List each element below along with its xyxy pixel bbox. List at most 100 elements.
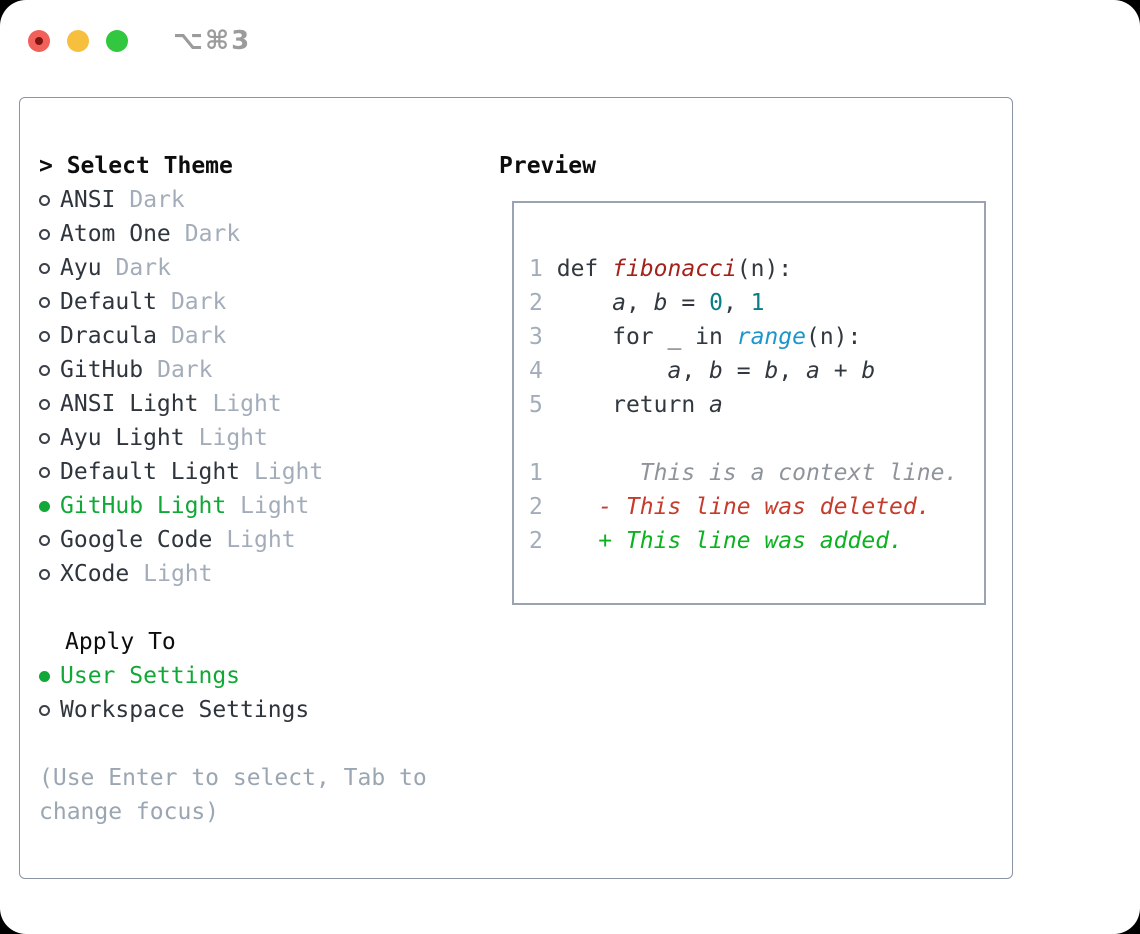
variant-label: Light (226, 527, 296, 553)
option-label: ANSI (60, 187, 116, 213)
code-token: This is a context line. (542, 460, 959, 486)
option-label: Ayu (60, 255, 102, 281)
preview-code-line: 2 + This line was added. (529, 524, 972, 558)
preview-code-line: 1 This is a context line. (529, 456, 972, 490)
variant-label: Dark (157, 357, 213, 383)
variant-label: Light (198, 425, 268, 451)
window-title: ⌥⌘3 (173, 26, 252, 56)
code-token: b (764, 358, 779, 384)
code-token: = (722, 358, 765, 384)
minimize-button-icon[interactable] (67, 30, 89, 52)
theme-option[interactable]: ANSI Dark (39, 183, 469, 217)
line-number: 1 (529, 460, 543, 486)
preview-code-line (529, 422, 972, 456)
line-number: 3 (529, 324, 543, 350)
variant-label: Light (254, 459, 324, 485)
line-number: 5 (529, 392, 543, 418)
radio-unselected-icon (39, 364, 50, 376)
preview-code-line: 4 a, b = b, a + b (529, 354, 972, 388)
code-token: for _ in (542, 324, 737, 350)
line-number: 2 (529, 494, 543, 520)
preview-column: Preview 1 def fibonacci(n):2 a, b = 0, 1… (499, 149, 986, 605)
code-token: , (722, 290, 751, 316)
radio-unselected-icon (39, 398, 50, 410)
variant-label: Light (240, 493, 310, 519)
option-label: User Settings (60, 663, 241, 689)
code-token: , (625, 290, 654, 316)
code-token: return (542, 392, 710, 418)
code-token: def (556, 256, 599, 282)
close-button-icon[interactable] (28, 30, 50, 52)
variant-label: Dark (170, 289, 227, 315)
preview-code-line: 5 return a (529, 388, 972, 422)
code-token: = (667, 290, 710, 316)
radio-unselected-icon (39, 704, 50, 716)
code-token: a (806, 358, 820, 384)
theme-option[interactable]: ANSI Light Light (39, 387, 469, 421)
radio-unselected-icon (39, 568, 50, 580)
zoom-button-icon[interactable] (106, 30, 128, 52)
line-number: 4 (529, 358, 543, 384)
radio-unselected-icon (39, 194, 50, 206)
variant-label: Dark (115, 255, 171, 281)
code-token: range (736, 324, 806, 350)
preview-code-line: 2 a, b = 0, 1 (529, 286, 972, 320)
line-number: 2 (529, 528, 543, 554)
preview-header: Preview (499, 153, 596, 179)
radio-selected-icon (39, 500, 50, 512)
variant-label: Light (143, 561, 213, 587)
code-token: + This line was added. (542, 528, 903, 554)
radio-unselected-icon (39, 296, 50, 308)
code-token (543, 358, 668, 384)
code-token: - This line was deleted. (542, 494, 931, 520)
line-number: 2 (529, 290, 543, 316)
theme-option[interactable]: XCode Light (39, 557, 469, 591)
option-label: Ayu Light (60, 425, 185, 451)
theme-option[interactable]: Ayu Dark (39, 251, 469, 285)
apply-to-option[interactable]: Workspace Settings (39, 693, 469, 727)
preview-code-line: 1 def fibonacci(n): (529, 252, 972, 286)
code-token (543, 290, 612, 316)
radio-unselected-icon (39, 330, 50, 342)
theme-option[interactable]: Ayu Light Light (39, 421, 469, 455)
keyboard-hint: (Use Enter to select, Tab to change focu… (39, 765, 441, 825)
option-label: ANSI Light (60, 391, 199, 417)
code-token: (n): (736, 256, 793, 282)
option-label: XCode (60, 561, 130, 587)
theme-option[interactable]: GitHub Light Light (39, 489, 469, 523)
option-label: Default (60, 289, 157, 315)
option-label: Google Code (60, 527, 213, 553)
code-token: + (819, 358, 862, 384)
code-token: b (709, 358, 723, 384)
option-label: GitHub Light (60, 493, 227, 519)
close-dot-icon (35, 37, 43, 45)
option-label: Atom One (60, 221, 171, 247)
theme-option[interactable]: Atom One Dark (39, 217, 469, 251)
variant-label: Dark (129, 187, 185, 213)
option-label: Workspace Settings (60, 697, 310, 723)
apply-to-option[interactable]: User Settings (39, 659, 469, 693)
code-token: a (612, 290, 626, 316)
select-theme-header: > Select Theme (39, 149, 469, 183)
variant-label: Light (212, 391, 282, 417)
radio-unselected-icon (39, 262, 50, 274)
option-label: Dracula (60, 323, 157, 349)
preview-code-line: 3 for _ in range(n): (529, 320, 972, 354)
code-token: fibonacci (612, 256, 737, 282)
variant-label: Dark (184, 221, 241, 247)
theme-option[interactable]: Google Code Light (39, 523, 469, 557)
code-token (598, 256, 612, 282)
code-token (543, 256, 557, 282)
theme-option[interactable]: Default Dark (39, 285, 469, 319)
code-token: b (861, 358, 876, 384)
code-token: b (653, 290, 668, 316)
code-token: 1 (750, 290, 765, 316)
code-token: a (667, 358, 682, 384)
